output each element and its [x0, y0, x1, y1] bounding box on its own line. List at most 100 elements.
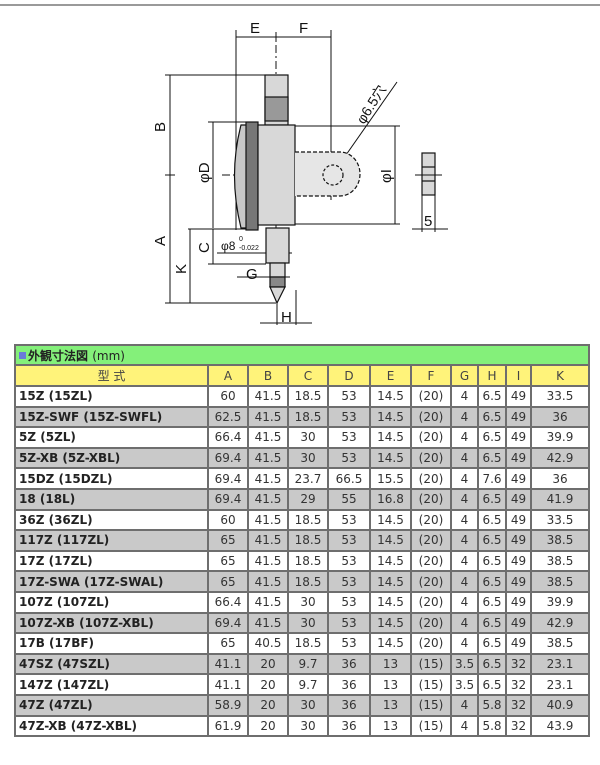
label-h: H: [281, 309, 292, 326]
label-e: E: [250, 20, 260, 37]
value-cell-g: 4: [450, 611, 479, 635]
value-cell-d: 66.5: [327, 467, 371, 490]
value-cell-b: 20: [247, 714, 289, 738]
value-cell-d: 53: [327, 632, 371, 655]
value-cell-a: 60: [207, 508, 249, 532]
value-cell-c: 23.7: [287, 467, 329, 490]
model-cell: 47Z (47ZL): [14, 693, 209, 717]
value-cell-h: 6.5: [477, 549, 507, 573]
value-cell-c: 18.5: [287, 570, 329, 593]
value-cell-c: 30: [287, 693, 329, 717]
value-cell-c: 30: [287, 611, 329, 635]
value-cell-k: 23.1: [530, 673, 590, 696]
column-header-i: I: [505, 364, 532, 387]
value-cell-i: 49: [505, 426, 532, 449]
value-cell-k: 36: [530, 467, 590, 490]
value-cell-a: 65: [207, 549, 249, 573]
model-cell: 107Z-XB (107Z-XBL): [14, 611, 209, 635]
value-cell-h: 6.5: [477, 673, 507, 696]
model-cell: 15Z (15ZL): [14, 385, 209, 408]
column-header-b: B: [247, 364, 289, 387]
value-cell-i: 49: [505, 446, 532, 470]
value-cell-a: 65: [207, 529, 249, 552]
value-cell-h: 6.5: [477, 590, 507, 614]
value-cell-c: 30: [287, 446, 329, 470]
value-cell-h: 5.8: [477, 693, 507, 717]
dial-indicator-dimension-drawing: E F B A φD C K G H φI φ6.5穴 φ8 0 -0.022 …: [152, 20, 448, 326]
value-cell-i: 32: [505, 693, 532, 717]
value-cell-f: (15): [410, 652, 452, 676]
value-cell-d: 36: [327, 714, 371, 738]
value-cell-b: 20: [247, 673, 289, 696]
value-cell-c: 18.5: [287, 529, 329, 552]
value-cell-a: 65: [207, 632, 249, 655]
value-cell-h: 6.5: [477, 570, 507, 593]
value-cell-g: 4: [450, 508, 479, 532]
value-cell-a: 61.9: [207, 714, 249, 738]
value-cell-a: 41.1: [207, 673, 249, 696]
value-cell-k: 36: [530, 405, 590, 429]
value-cell-b: 40.5: [247, 632, 289, 655]
column-header-e: E: [369, 364, 412, 387]
value-cell-b: 41.5: [247, 446, 289, 470]
value-cell-d: 53: [327, 529, 371, 552]
value-cell-g: 4: [450, 529, 479, 552]
column-header-h: H: [477, 364, 507, 387]
label-c: C: [196, 242, 213, 253]
value-cell-d: 36: [327, 693, 371, 717]
value-cell-b: 41.5: [247, 467, 289, 490]
label-f: F: [299, 20, 308, 37]
value-cell-h: 5.8: [477, 714, 507, 738]
model-cell: 107Z (107ZL): [14, 590, 209, 614]
value-cell-h: 6.5: [477, 652, 507, 676]
value-cell-b: 41.5: [247, 529, 289, 552]
column-header-model: 型 式: [14, 364, 209, 387]
value-cell-g: 4: [450, 632, 479, 655]
value-cell-i: 32: [505, 714, 532, 738]
value-cell-k: 38.5: [530, 529, 590, 552]
value-cell-d: 53: [327, 549, 371, 573]
column-header-a: A: [207, 364, 249, 387]
value-cell-e: 13: [369, 693, 412, 717]
value-cell-k: 40.9: [530, 693, 590, 717]
model-cell: 5Z (5ZL): [14, 426, 209, 449]
value-cell-a: 69.4: [207, 611, 249, 635]
table-unit: (mm): [92, 348, 125, 363]
column-header-k: K: [530, 364, 590, 387]
value-cell-e: 15.5: [369, 467, 412, 490]
value-cell-c: 9.7: [287, 652, 329, 676]
value-cell-b: 41.5: [247, 570, 289, 593]
value-cell-c: 30: [287, 590, 329, 614]
model-cell: 17Z-SWA (17Z-SWAL): [14, 570, 209, 593]
value-cell-b: 41.5: [247, 385, 289, 408]
value-cell-f: (20): [410, 467, 452, 490]
value-cell-a: 41.1: [207, 652, 249, 676]
table-title: 外観寸法図: [28, 348, 89, 363]
label-k: K: [173, 264, 190, 274]
value-cell-h: 6.5: [477, 446, 507, 470]
model-cell: 15DZ (15DZL): [14, 467, 209, 490]
model-cell: 117Z (117ZL): [14, 529, 209, 552]
value-cell-f: (20): [410, 385, 452, 408]
value-cell-f: (20): [410, 611, 452, 635]
value-cell-e: 14.5: [369, 529, 412, 552]
value-cell-h: 6.5: [477, 405, 507, 429]
value-cell-b: 20: [247, 693, 289, 717]
value-cell-k: 39.9: [530, 426, 590, 449]
value-cell-a: 69.4: [207, 487, 249, 511]
value-cell-a: 66.4: [207, 590, 249, 614]
label-stem-diameter: φ8: [221, 239, 236, 253]
value-cell-d: 53: [327, 385, 371, 408]
value-cell-g: 4: [450, 446, 479, 470]
value-cell-a: 62.5: [207, 405, 249, 429]
